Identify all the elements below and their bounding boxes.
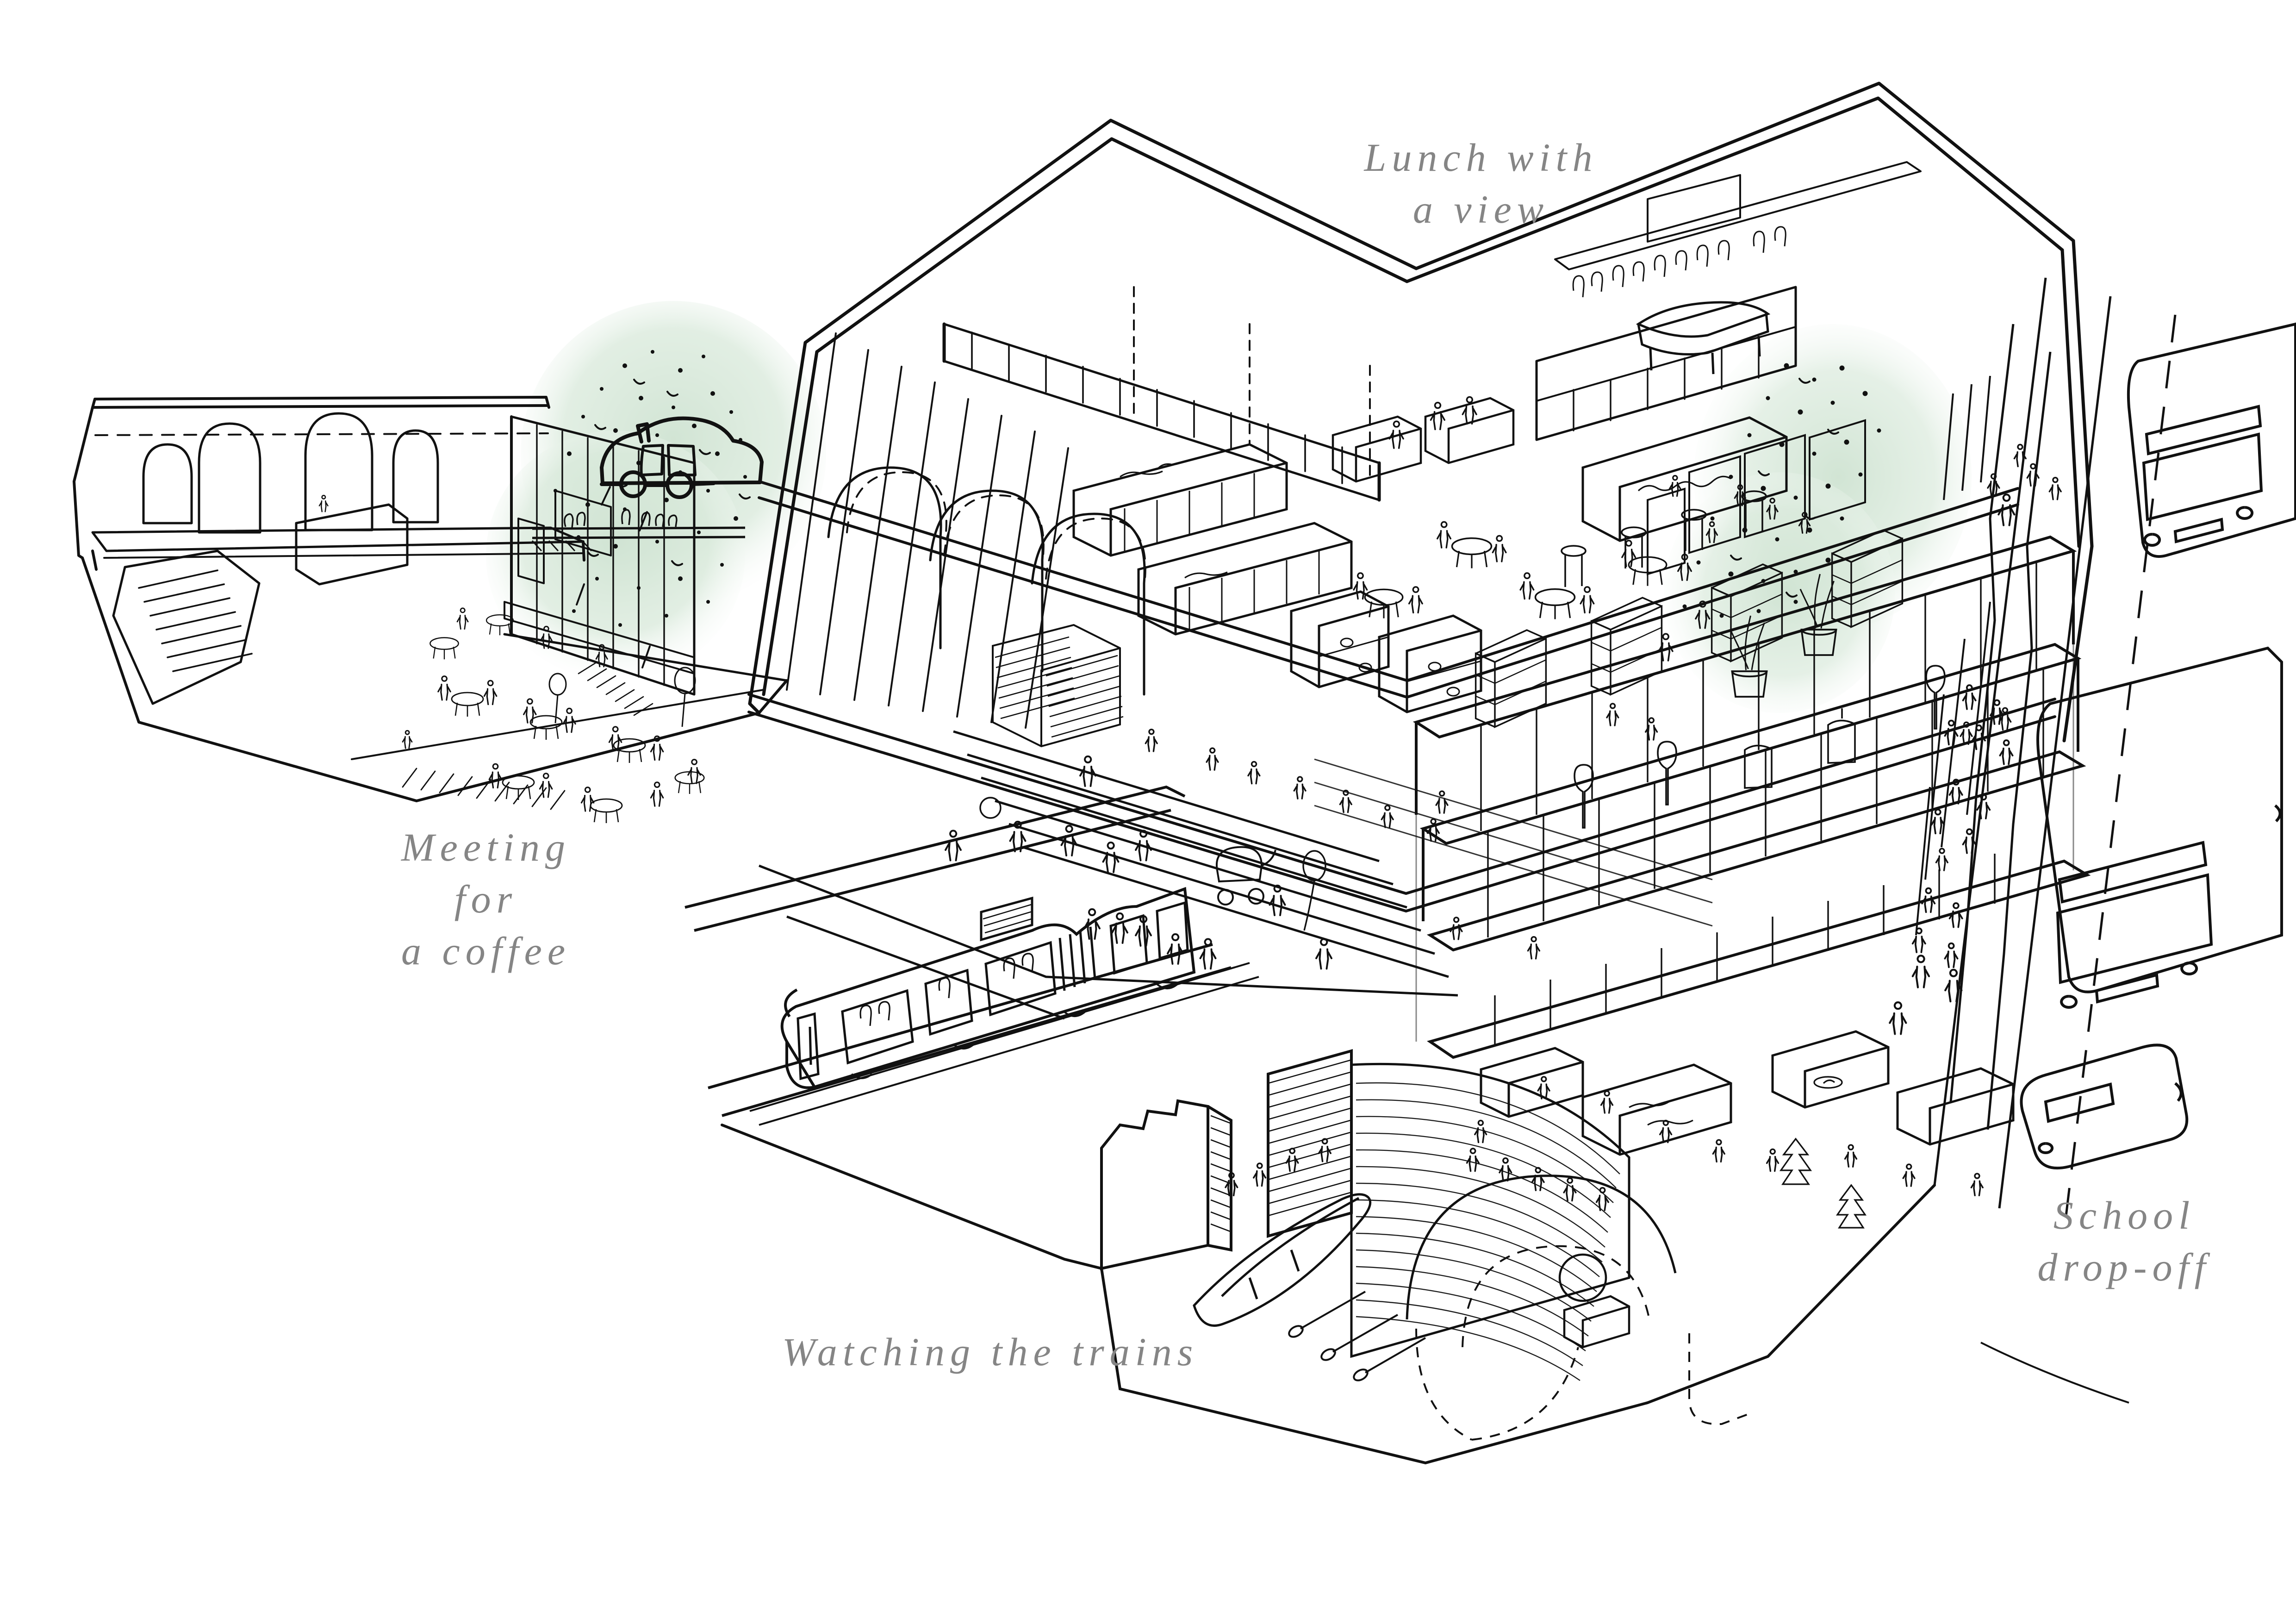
cafe-terrace-people <box>402 607 705 824</box>
street-tree-and-taxi <box>531 350 764 668</box>
upper-floor-interior <box>1072 301 1810 713</box>
school-leader-line <box>1980 1342 2129 1404</box>
right-street <box>1890 277 2296 1404</box>
boat-workshop <box>1100 1049 1755 1441</box>
annotation-watching-the-trains: Watching the trains <box>782 1330 1199 1374</box>
bus-upper <box>2127 322 2296 558</box>
annotation-lunch-with-a-view: Lunch with a view <box>1364 135 1598 231</box>
annotation-school-drop-off: School drop-off <box>2037 1193 2211 1289</box>
annotation-meeting-for-a-coffee: Meeting for a coffee <box>401 825 571 973</box>
ground-edges <box>721 1124 1936 1465</box>
main-building-shell <box>747 81 2094 912</box>
roof-garden <box>1647 363 1881 698</box>
parked-car <box>2020 1043 2189 1170</box>
construction-lines <box>1314 551 2074 1042</box>
bus-lower <box>2036 646 2283 1009</box>
rooftop-dining-people <box>1572 226 1786 298</box>
rail-corridor <box>684 785 1259 1126</box>
tree-wash-left2 <box>486 431 745 681</box>
makers-workshop-level <box>1427 854 2091 1229</box>
taxi-icon <box>600 416 764 499</box>
amphitheatre-stairs <box>759 624 1458 1020</box>
library-stack-floors <box>1412 529 2086 959</box>
